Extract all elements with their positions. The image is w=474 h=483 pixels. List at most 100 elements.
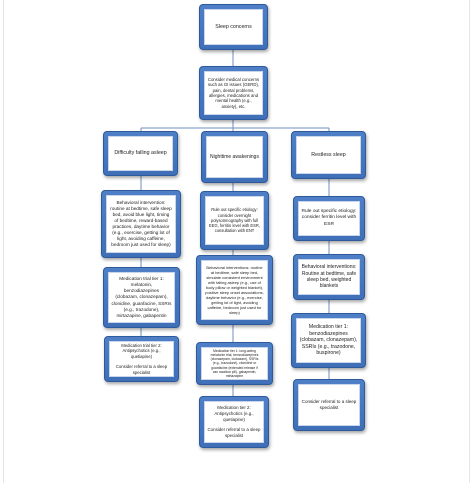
fa-med-tier2-text: Medication trial tier 2:Antipsychotics (… — [116, 343, 167, 375]
node-line: (e.g., trazodone), — [123, 306, 160, 312]
node-line: Behavioral intervention: — [116, 199, 166, 205]
node-line: simulate consistent environment — [206, 274, 263, 280]
rs-behavioral-box: Behavioral interventions:Routine at bedt… — [293, 254, 365, 300]
node-line: Medication trial tier 2: — [121, 342, 162, 348]
node-line: daytime behavior (e.g., exercise, — [206, 295, 263, 301]
node-line: (clobazam, clonazepam), — [115, 294, 168, 300]
node-line: melatonin, — [130, 282, 153, 288]
node-line: Restless sleep — [311, 151, 346, 158]
fa-behavioral-text: Behavioral intervention:routine at bedti… — [110, 200, 172, 248]
node-line: buspirone) — [316, 350, 341, 357]
node-line: consider overnight — [217, 212, 252, 218]
node-line: such as GI issues (GERD), — [208, 82, 260, 88]
node-line: consider ferritin level with — [301, 215, 357, 221]
node-line: quetiapine) — [223, 416, 245, 422]
sleep-concerns-text: Sleep concerns — [215, 24, 252, 31]
node-line: positive sleep onset associations, — [205, 290, 264, 295]
node-line: specialist — [224, 432, 244, 438]
node-line: bedroom just used for sleep) — [111, 242, 171, 248]
node-line: Consider medical concerns — [207, 76, 260, 82]
node-line: mental health (e.g., — [215, 98, 252, 104]
node-line: pain, dental problems, — [212, 87, 255, 93]
restless-sleep-box: Restless sleep — [291, 131, 366, 179]
node-line: ESR — [324, 221, 334, 227]
node-line: Difficulty falling asleep — [114, 150, 167, 157]
node-line: EEG, ferritin level with ESR, — [209, 223, 260, 229]
node-line: Antipsychotics (e.g., — [122, 348, 161, 354]
node-line: Rule out specific etiology: — [301, 209, 357, 215]
node-line: clonidine, guanfacine, SSRIs — [111, 300, 172, 306]
na-rule-out-text: Rule out specific etiology:consider over… — [209, 207, 260, 233]
node-line: (clobazam, clonazepam), — [299, 337, 358, 344]
na-med-tier2-box: Medication tier 2:Antipsychotics (e.g.,q… — [199, 396, 269, 448]
node-line: of bedtime, reward-based — [114, 217, 168, 223]
fa-med-tier1-box: Medication trial tier 1:melatonin,benzod… — [103, 267, 180, 328]
fa-med-tier1-text: Medication trial tier 1:melatonin,benzod… — [112, 276, 172, 318]
node-line: Nighttime awakenings — [210, 153, 259, 160]
node-line: Rule out specific etiology: — [211, 207, 258, 213]
fa-med-tier2-box: Medication trial tier 2:Antipsychotics (… — [104, 336, 179, 382]
node-line: getting lot of light, avoiding — [211, 300, 258, 306]
difficulty-falling-asleep-box: Difficulty falling asleep — [103, 131, 178, 176]
sleep-concerns-box: Sleep concerns — [199, 4, 268, 50]
na-rule-out-box: Rule out specific etiology:consider over… — [200, 191, 269, 250]
node-line: Behavioral interventions: — [301, 264, 357, 271]
node-line: mirtazapine, gabapentin — [116, 312, 167, 318]
nighttime-awakenings-text: Nighttime awakenings — [210, 154, 259, 160]
node-line: (e.g., trazodone), clonidine or — [212, 361, 257, 366]
node-line: Consider referral to a sleep — [115, 364, 168, 370]
node-line: blankets — [319, 283, 339, 290]
rs-med-tier1-text: Medication tier 1:benzodiazepines(clobaz… — [300, 324, 357, 357]
node-line: Sleep concerns — [215, 23, 252, 30]
fa-behavioral-box: Behavioral intervention:routine at bedti… — [101, 190, 181, 258]
node-line: Routine at bedtime, safe — [301, 270, 357, 277]
node-line: mirtazapine — [225, 374, 244, 379]
difficulty-falling-asleep-text: Difficulty falling asleep — [114, 150, 166, 157]
node-line: anxiety), etc. — [221, 103, 246, 109]
node-line: specialist — [132, 369, 151, 375]
rs-rule-out-text: Rule out specific etiology:consider ferr… — [302, 209, 357, 228]
node-line: quetiapine) — [130, 353, 152, 359]
node-line: practices, daytime behavior — [112, 224, 170, 229]
node-line: Antipsychotics (e.g., — [214, 411, 254, 417]
node-line: guanfacine (extended release if — [211, 365, 258, 370]
node-line: Medication tier 2: — [217, 405, 251, 411]
node-line: body pillow or weighted blanket), — [205, 284, 264, 290]
node-line: light, avoiding caffeine, — [117, 236, 165, 242]
node-line: SSRIs (e.g., trazodone, — [301, 343, 356, 350]
node-line: with falling asleep (e.g., use of — [208, 279, 261, 285]
rs-behavioral-text: Behavioral interventions:Routine at bedt… — [302, 264, 357, 290]
node-line: can swallow pill), gabapentin, — [212, 369, 257, 374]
node-line: melatonin trial, benzodiazepines — [210, 352, 259, 357]
node-line: Consider referral to a sleep — [207, 427, 261, 433]
node-line: polysomnography with full — [210, 217, 259, 223]
node-line: allergies, medications and — [208, 93, 259, 98]
node-line: benzodiazepines — [123, 288, 160, 294]
node-line: Medication tier 1: long-acting — [213, 348, 256, 353]
node-line: bed, avoid blue light, timing — [112, 211, 170, 217]
node-line: consultation with ENT — [214, 228, 255, 234]
node-line: at bedtime, safe sleep bed, — [210, 269, 259, 275]
na-med-tier2-text: Medication tier 2:Antipsychotics (e.g.,q… — [208, 405, 261, 438]
rs-rule-out-box: Rule out specific etiology:consider ferr… — [293, 196, 365, 241]
node-line: Behavioral interventions: routine — [206, 264, 263, 270]
node-line: sleep bed, weighted — [306, 277, 352, 283]
node-line: Medication tier 1: — [308, 324, 349, 331]
node-line: (clonazepam, clobazam), SSRIs — [210, 357, 259, 362]
node-line: (e.g., exercise, getting lot of — [112, 230, 170, 236]
node-line: benzodiazepines — [309, 330, 348, 337]
node-line: routine at bedtime, safe sleep — [110, 205, 172, 211]
node-line: Consider referral to a sleep — [301, 399, 357, 405]
nighttime-awakenings-box: Nighttime awakenings — [201, 131, 268, 183]
rs-med-tier1-box: Medication tier 1:benzodiazepines(clobaz… — [291, 313, 366, 368]
node-line: caffeine, bedroom just used for — [207, 305, 262, 311]
restless-sleep-text: Restless sleep — [311, 152, 345, 159]
